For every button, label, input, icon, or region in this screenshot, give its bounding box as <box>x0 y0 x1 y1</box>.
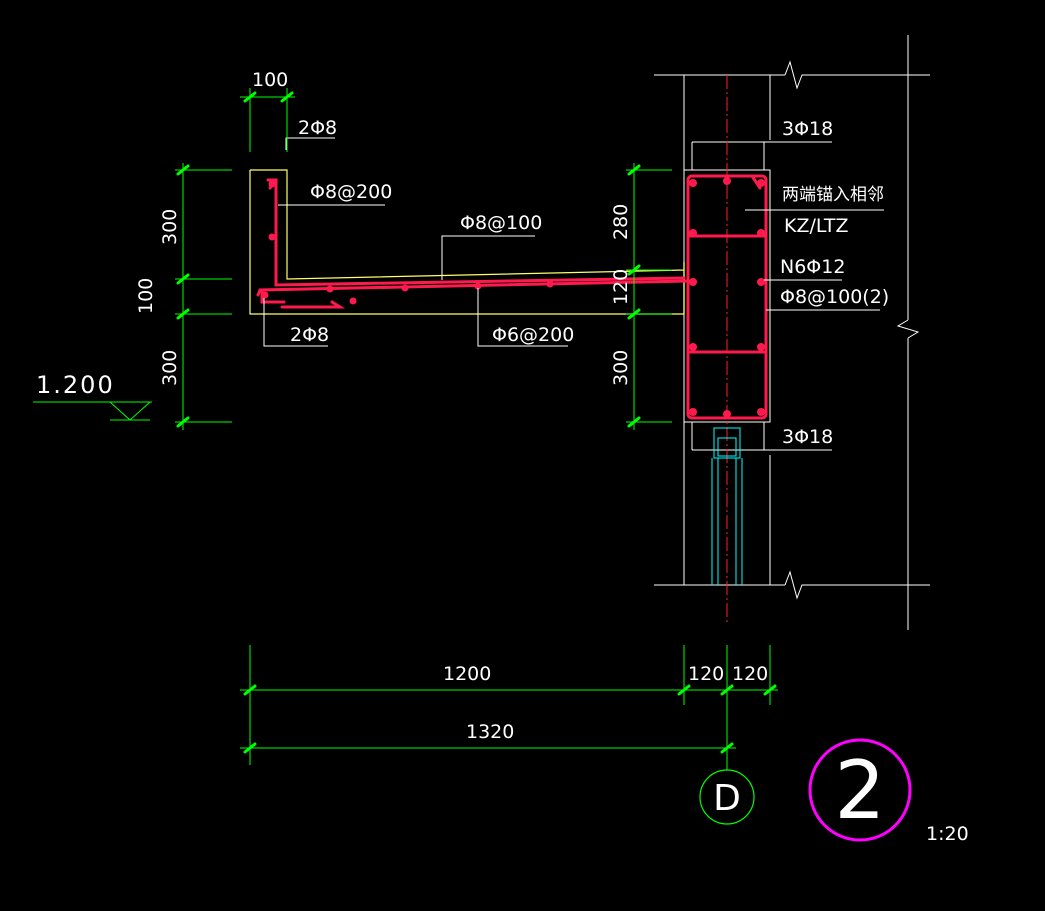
dimension-ticks <box>176 91 777 754</box>
detail-number: 2 <box>835 744 886 837</box>
grid-axis-label: D <box>713 778 741 819</box>
label-beam-bottom-bars: 3Φ18 <box>782 426 833 448</box>
label-edge-top-bars: 2Φ8 <box>298 117 337 139</box>
wall-outline <box>654 35 930 630</box>
dim-bottom-120-right: 120 <box>732 663 768 685</box>
label-beam-top-bars: 3Φ18 <box>782 118 833 140</box>
detail-number-circle <box>808 738 912 842</box>
grid-axis-bubble <box>699 769 755 825</box>
elevation-value: 1.200 <box>36 371 115 399</box>
dim-left-100: 100 <box>135 278 157 314</box>
dim-right-300: 300 <box>610 350 632 386</box>
detail-scale: 1:20 <box>926 823 969 845</box>
dim-right-120: 120 <box>610 269 632 305</box>
rebar-dots <box>261 177 765 418</box>
label-anchor-note-1: 两端锚入相邻 <box>782 185 884 205</box>
leader-lines <box>263 137 884 451</box>
dim-bottom-1320: 1320 <box>466 721 514 743</box>
rebar <box>256 174 768 420</box>
label-edge-stirrups: Φ8@200 <box>310 181 392 203</box>
label-edge-bottom-bars: 2Φ8 <box>290 324 329 346</box>
label-slab-bottom-bars: Φ6@200 <box>492 324 574 346</box>
dim-left-300-bottom: 300 <box>159 350 181 386</box>
label-beam-side-bars: N6Φ12 <box>780 256 845 278</box>
dimension-lines <box>33 88 778 770</box>
dim-bottom-120-left: 120 <box>688 663 724 685</box>
label-anchor-note-2: KZ/LTZ <box>784 215 848 237</box>
dim-bottom-1200: 1200 <box>443 663 491 685</box>
label-slab-top-bars: Φ8@100 <box>460 212 542 234</box>
dim-right-280: 280 <box>610 204 632 240</box>
dim-left-300-top: 300 <box>159 209 181 245</box>
dim-top-100: 100 <box>252 69 288 91</box>
window-frame <box>711 427 743 585</box>
label-beam-stirrups: Φ8@100(2) <box>780 286 889 308</box>
